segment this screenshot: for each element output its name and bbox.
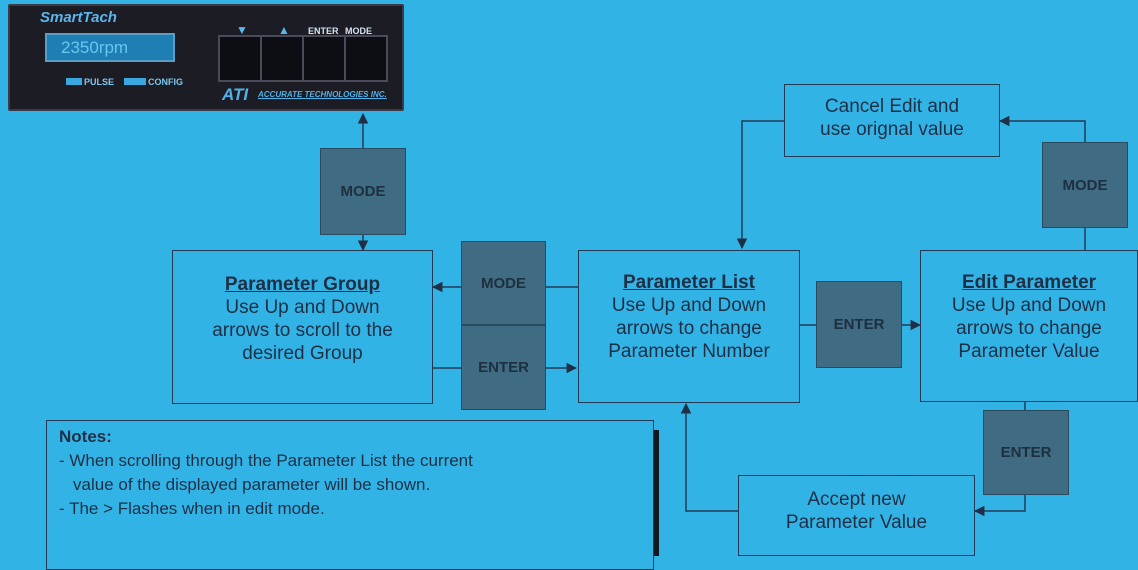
enter-key-label: ENTER [308, 26, 339, 36]
notes-title: Notes: [59, 427, 112, 446]
up-key[interactable] [262, 37, 304, 80]
enter-button-list[interactable]: ENTER [816, 281, 902, 368]
pulse-led [66, 78, 82, 85]
parameter-group-title: Parameter Group [224, 274, 381, 295]
config-led [124, 78, 146, 85]
notes-box: Notes: - When scrolling through the Para… [46, 420, 654, 570]
parameter-list-title: Parameter List [622, 272, 755, 293]
edit-parameter-title: Edit Parameter [961, 272, 1097, 293]
pulse-label: PULSE [84, 77, 115, 87]
mode-button-right[interactable]: MODE [1042, 142, 1128, 228]
parameter-list-text: Use Up and Down arrows to change Paramet… [608, 295, 770, 362]
mode-key[interactable] [346, 37, 386, 80]
parameter-list-box: Parameter List Use Up and Down arrows to… [578, 250, 800, 403]
parameter-group-box: Parameter Group Use Up and Down arrows t… [172, 250, 433, 404]
mode-key-label: MODE [345, 26, 372, 36]
enter-button-right[interactable]: ENTER [983, 410, 1069, 495]
edit-parameter-box: Edit Parameter Use Up and Down arrows to… [920, 250, 1138, 402]
device-brand: SmartTach [40, 9, 117, 26]
parameter-group-text: Use Up and Down arrows to scroll to the … [212, 297, 393, 364]
notes-line-1: - When scrolling through the Parameter L… [59, 451, 473, 470]
enter-button-middle[interactable]: ENTER [461, 325, 546, 410]
down-arrow-icon: ▼ [236, 23, 248, 37]
ati-logo: ATI [222, 85, 249, 104]
device-display: 2350rpm [45, 33, 175, 62]
down-key[interactable] [220, 37, 262, 80]
up-arrow-icon: ▲ [278, 23, 290, 37]
accept-new-value-box: Accept new Parameter Value [738, 475, 975, 556]
enter-key[interactable] [304, 37, 346, 80]
notes-line-2: value of the displayed parameter will be… [73, 475, 431, 494]
connector-lines [357, 112, 1086, 517]
cancel-edit-box: Cancel Edit and use orignal value [784, 84, 1000, 157]
mode-button-middle[interactable]: MODE [461, 241, 546, 325]
ati-logo-subtitle: ACCURATE TECHNOLOGIES INC. [258, 90, 387, 99]
config-label: CONFIG [148, 77, 183, 87]
mode-button-top[interactable]: MODE [320, 148, 406, 235]
device-keypad [218, 35, 388, 82]
notes-line-3: - The > Flashes when in edit mode. [59, 499, 325, 518]
edit-parameter-text: Use Up and Down arrows to change Paramet… [951, 295, 1107, 362]
notes-shadow-bar [654, 430, 659, 556]
